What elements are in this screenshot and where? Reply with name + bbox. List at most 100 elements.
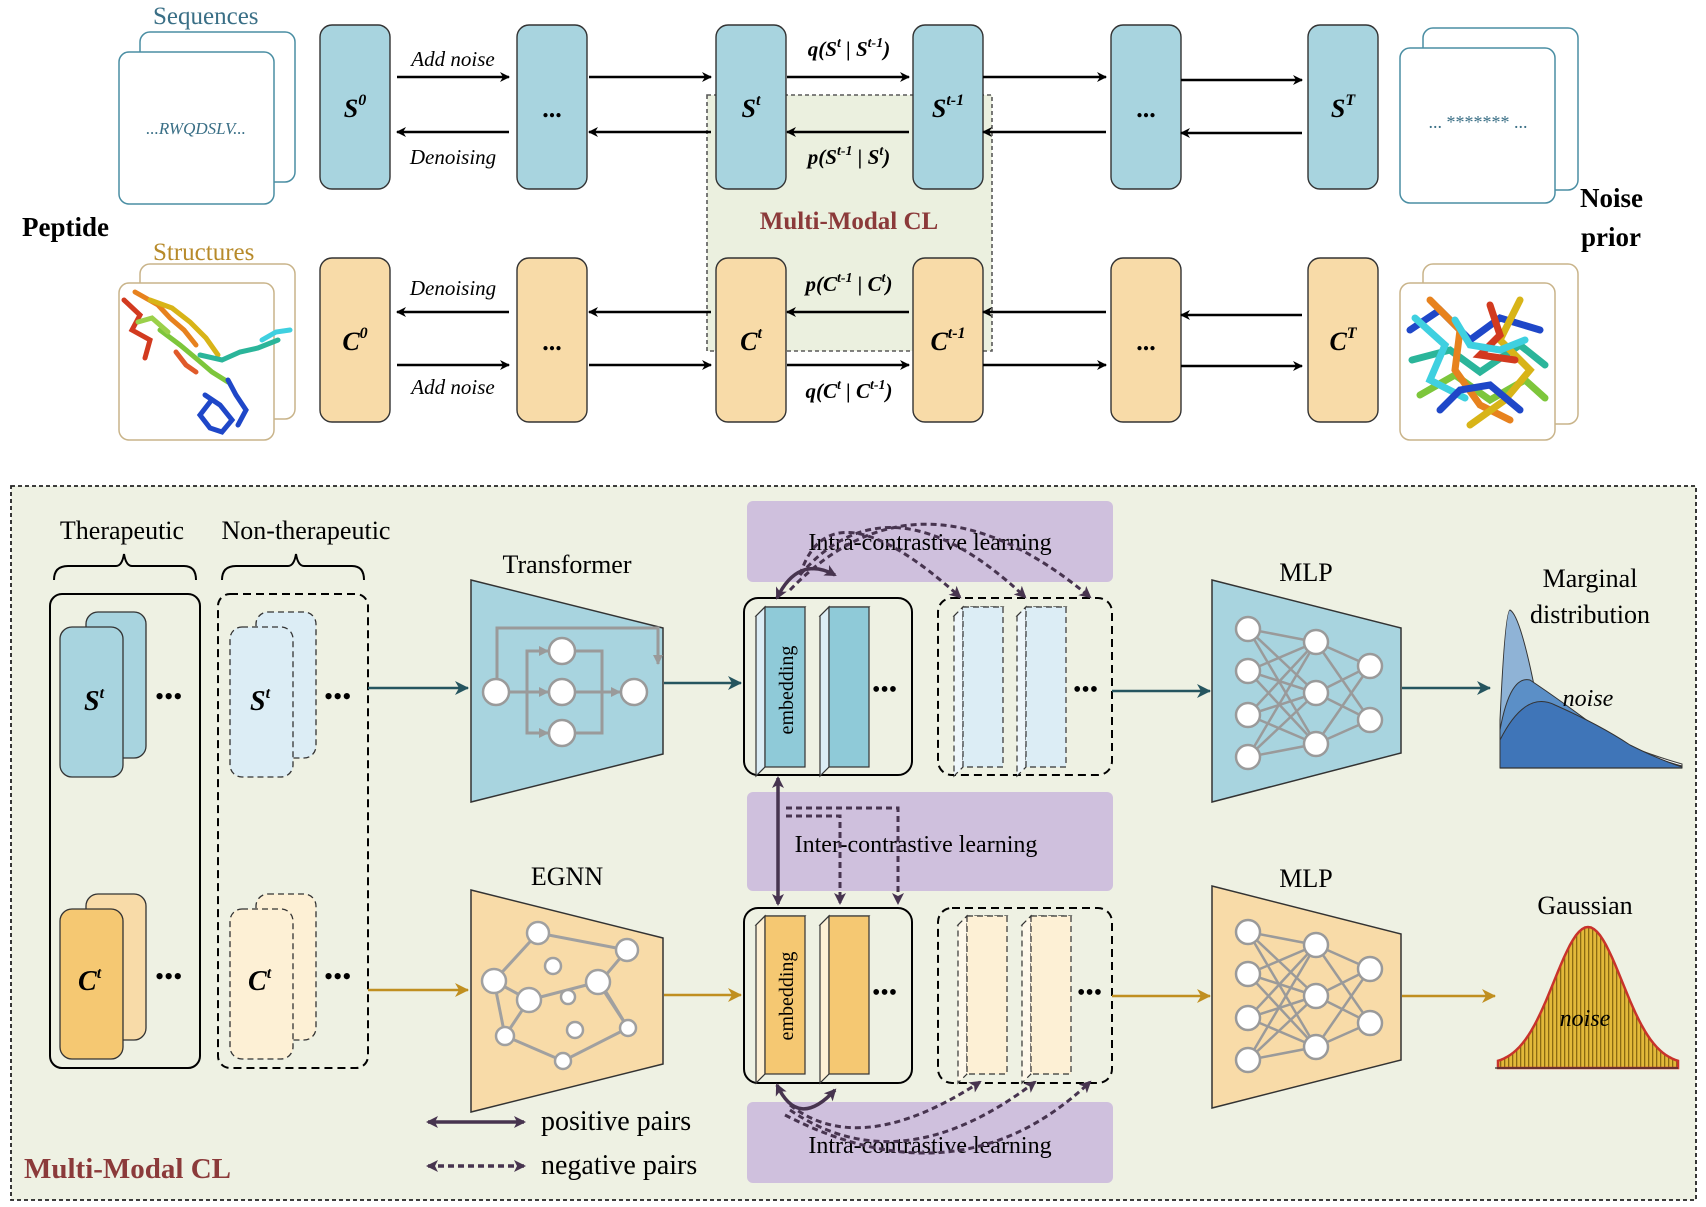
- struct-mlp-label: MLP: [1279, 864, 1332, 893]
- marginal-title-1: Marginal: [1543, 564, 1638, 593]
- intra-top-negative-arc-1: [798, 530, 962, 599]
- denoising-label-seq: Denoising: [409, 145, 496, 169]
- intra-bottom-negative-arc-3: [784, 1080, 1092, 1155]
- struct-embedding-label: embedding: [776, 952, 798, 1041]
- struct-embedding-box: [743, 907, 913, 1084]
- noise-sequence-text: ... ******* ...: [1429, 112, 1528, 132]
- struct-state-label-4: ...: [1136, 327, 1156, 356]
- seq-negative-dots: •••: [1073, 677, 1098, 703]
- non-therapeutic-seq-dots: •••: [324, 682, 351, 711]
- denoising-label-struct: Denoising: [409, 276, 496, 300]
- seq-state-0: [319, 24, 391, 190]
- seq-embedding-prism-1: [754, 605, 807, 778]
- non-therapeutic-group: [217, 593, 369, 1069]
- struct-negative-prism-2: [1020, 914, 1073, 1085]
- sequence-arrows: [396, 72, 1303, 138]
- struct-state-3: [912, 257, 984, 423]
- noise-structure-card: [1399, 263, 1579, 441]
- seq-mlp-label: MLP: [1279, 558, 1332, 587]
- diffusion-section: Peptide Sequences ...RWQDSLV... Structur…: [22, 3, 1643, 441]
- gaussian-title: Gaussian: [1537, 891, 1632, 920]
- struct-negative-dots: •••: [1077, 980, 1102, 1006]
- seq-state-label-3: St-1: [932, 92, 964, 123]
- intra-bottom-positive-arc: [775, 1083, 837, 1111]
- struct-mlp-network: [1234, 918, 1384, 1074]
- inter-pairs: [772, 776, 904, 906]
- struct-state-1: [516, 257, 588, 423]
- intra-top-negative-arc-3: [788, 522, 1092, 599]
- non-therapeutic-label: Non-therapeutic: [222, 516, 391, 545]
- transformer-graph: [495, 626, 663, 738]
- struct-negative-prism-1: [956, 914, 1009, 1085]
- marginal-noise-label: noise: [1563, 686, 1614, 712]
- add-noise-label-struct: Add noise: [409, 375, 494, 399]
- intra-contrastive-bottom: [747, 1102, 1113, 1183]
- struct-state-0: [319, 257, 391, 423]
- gaussian-plot: noise: [1495, 925, 1680, 1070]
- intra-contrastive-top: [747, 501, 1113, 582]
- seq-embedding-label: embedding: [776, 646, 798, 735]
- seq-state-1: [516, 24, 588, 190]
- therapeutic-group: [49, 593, 201, 1069]
- non-therapeutic-brace: [221, 553, 365, 581]
- inter-negative-pair-2: [786, 806, 904, 905]
- structure-arrows: [396, 307, 1303, 371]
- sequence-card-text: ...RWQDSLV...: [146, 119, 246, 138]
- peptide-label: Peptide: [22, 212, 109, 242]
- structure-states: C0... Ct Ct-1... CT: [319, 257, 1379, 423]
- seq-state-label-5: ST: [1331, 92, 1356, 123]
- transformer-label: Transformer: [502, 550, 631, 579]
- therapeutic-struct-dots: •••: [155, 962, 182, 991]
- p-seq-label: p(St-1 | St): [806, 144, 890, 169]
- non-therapeutic-struct-dots: •••: [324, 962, 351, 991]
- seq-mlp-network: [1234, 615, 1384, 771]
- egnn-nodes: [480, 920, 640, 1071]
- seq-state-2: [715, 24, 787, 190]
- negative-pairs-label: negative pairs: [541, 1150, 697, 1181]
- seq-state-3: [912, 24, 984, 190]
- marginal-distribution-plot: noise: [1499, 609, 1683, 769]
- q-seq-label: q(St | St-1): [808, 36, 890, 61]
- intra-top-negative-arc-2: [798, 525, 1027, 599]
- non-therapeutic-seq-glyph: St: [250, 685, 271, 717]
- noise-prior-label-2: prior: [1581, 222, 1641, 252]
- intra-top-pairs: [775, 522, 1092, 600]
- struct-state-4: [1110, 257, 1182, 423]
- seq-negative-prism-1: [952, 605, 1005, 778]
- q-struct-label: q(Ct | Ct-1): [805, 378, 892, 403]
- add-noise-label-seq: Add noise: [409, 47, 494, 71]
- seq-state-label-1: ...: [542, 94, 562, 123]
- seq-state-label-0: S0: [344, 92, 366, 123]
- struct-state-5: [1307, 257, 1379, 423]
- struct-state-label-0: C0: [342, 325, 367, 356]
- seq-negative-prism-2: [1015, 605, 1068, 778]
- inter-negative-pair-1: [786, 814, 846, 905]
- structures-label: Structures: [153, 239, 254, 266]
- p-struct-label: p(Ct-1 | Ct): [803, 271, 892, 296]
- intra-bottom-negative-arc-1: [789, 1080, 982, 1130]
- therapeutic-seq-dots: •••: [155, 682, 182, 711]
- therapeutic-brace: [53, 553, 197, 581]
- intra-bottom-pairs: [775, 1080, 1092, 1155]
- struct-embedding-prism-2: [818, 914, 871, 1085]
- intra-bottom-negative-arc-2: [789, 1080, 1037, 1144]
- noise-prior-label-1: Noise: [1580, 183, 1643, 213]
- struct-state-label-5: CT: [1329, 325, 1357, 356]
- inter-contrastive-label: Inter-contrastive learning: [795, 832, 1038, 858]
- marginal-title-2: distribution: [1530, 600, 1650, 629]
- sequences-label: Sequences: [153, 3, 259, 30]
- struct-state-label-1: ...: [542, 327, 562, 356]
- seq-state-label-4: ...: [1136, 94, 1156, 123]
- noisy-structure-image: [1406, 296, 1549, 429]
- panel-label: Multi-Modal CL: [24, 1153, 231, 1185]
- therapeutic-seq-glyph: St: [84, 685, 105, 717]
- embedding-prisms: [754, 605, 1073, 1085]
- struct-state-label-2: Ct: [740, 325, 762, 356]
- struct-state-label-3: Ct-1: [930, 325, 965, 356]
- struct-embedding-prism-1: [754, 914, 807, 1085]
- gaussian-noise-label: noise: [1560, 1006, 1611, 1032]
- non-therapeutic-struct-glyph: Ct: [248, 965, 272, 997]
- seq-state-label-2: St: [742, 92, 761, 123]
